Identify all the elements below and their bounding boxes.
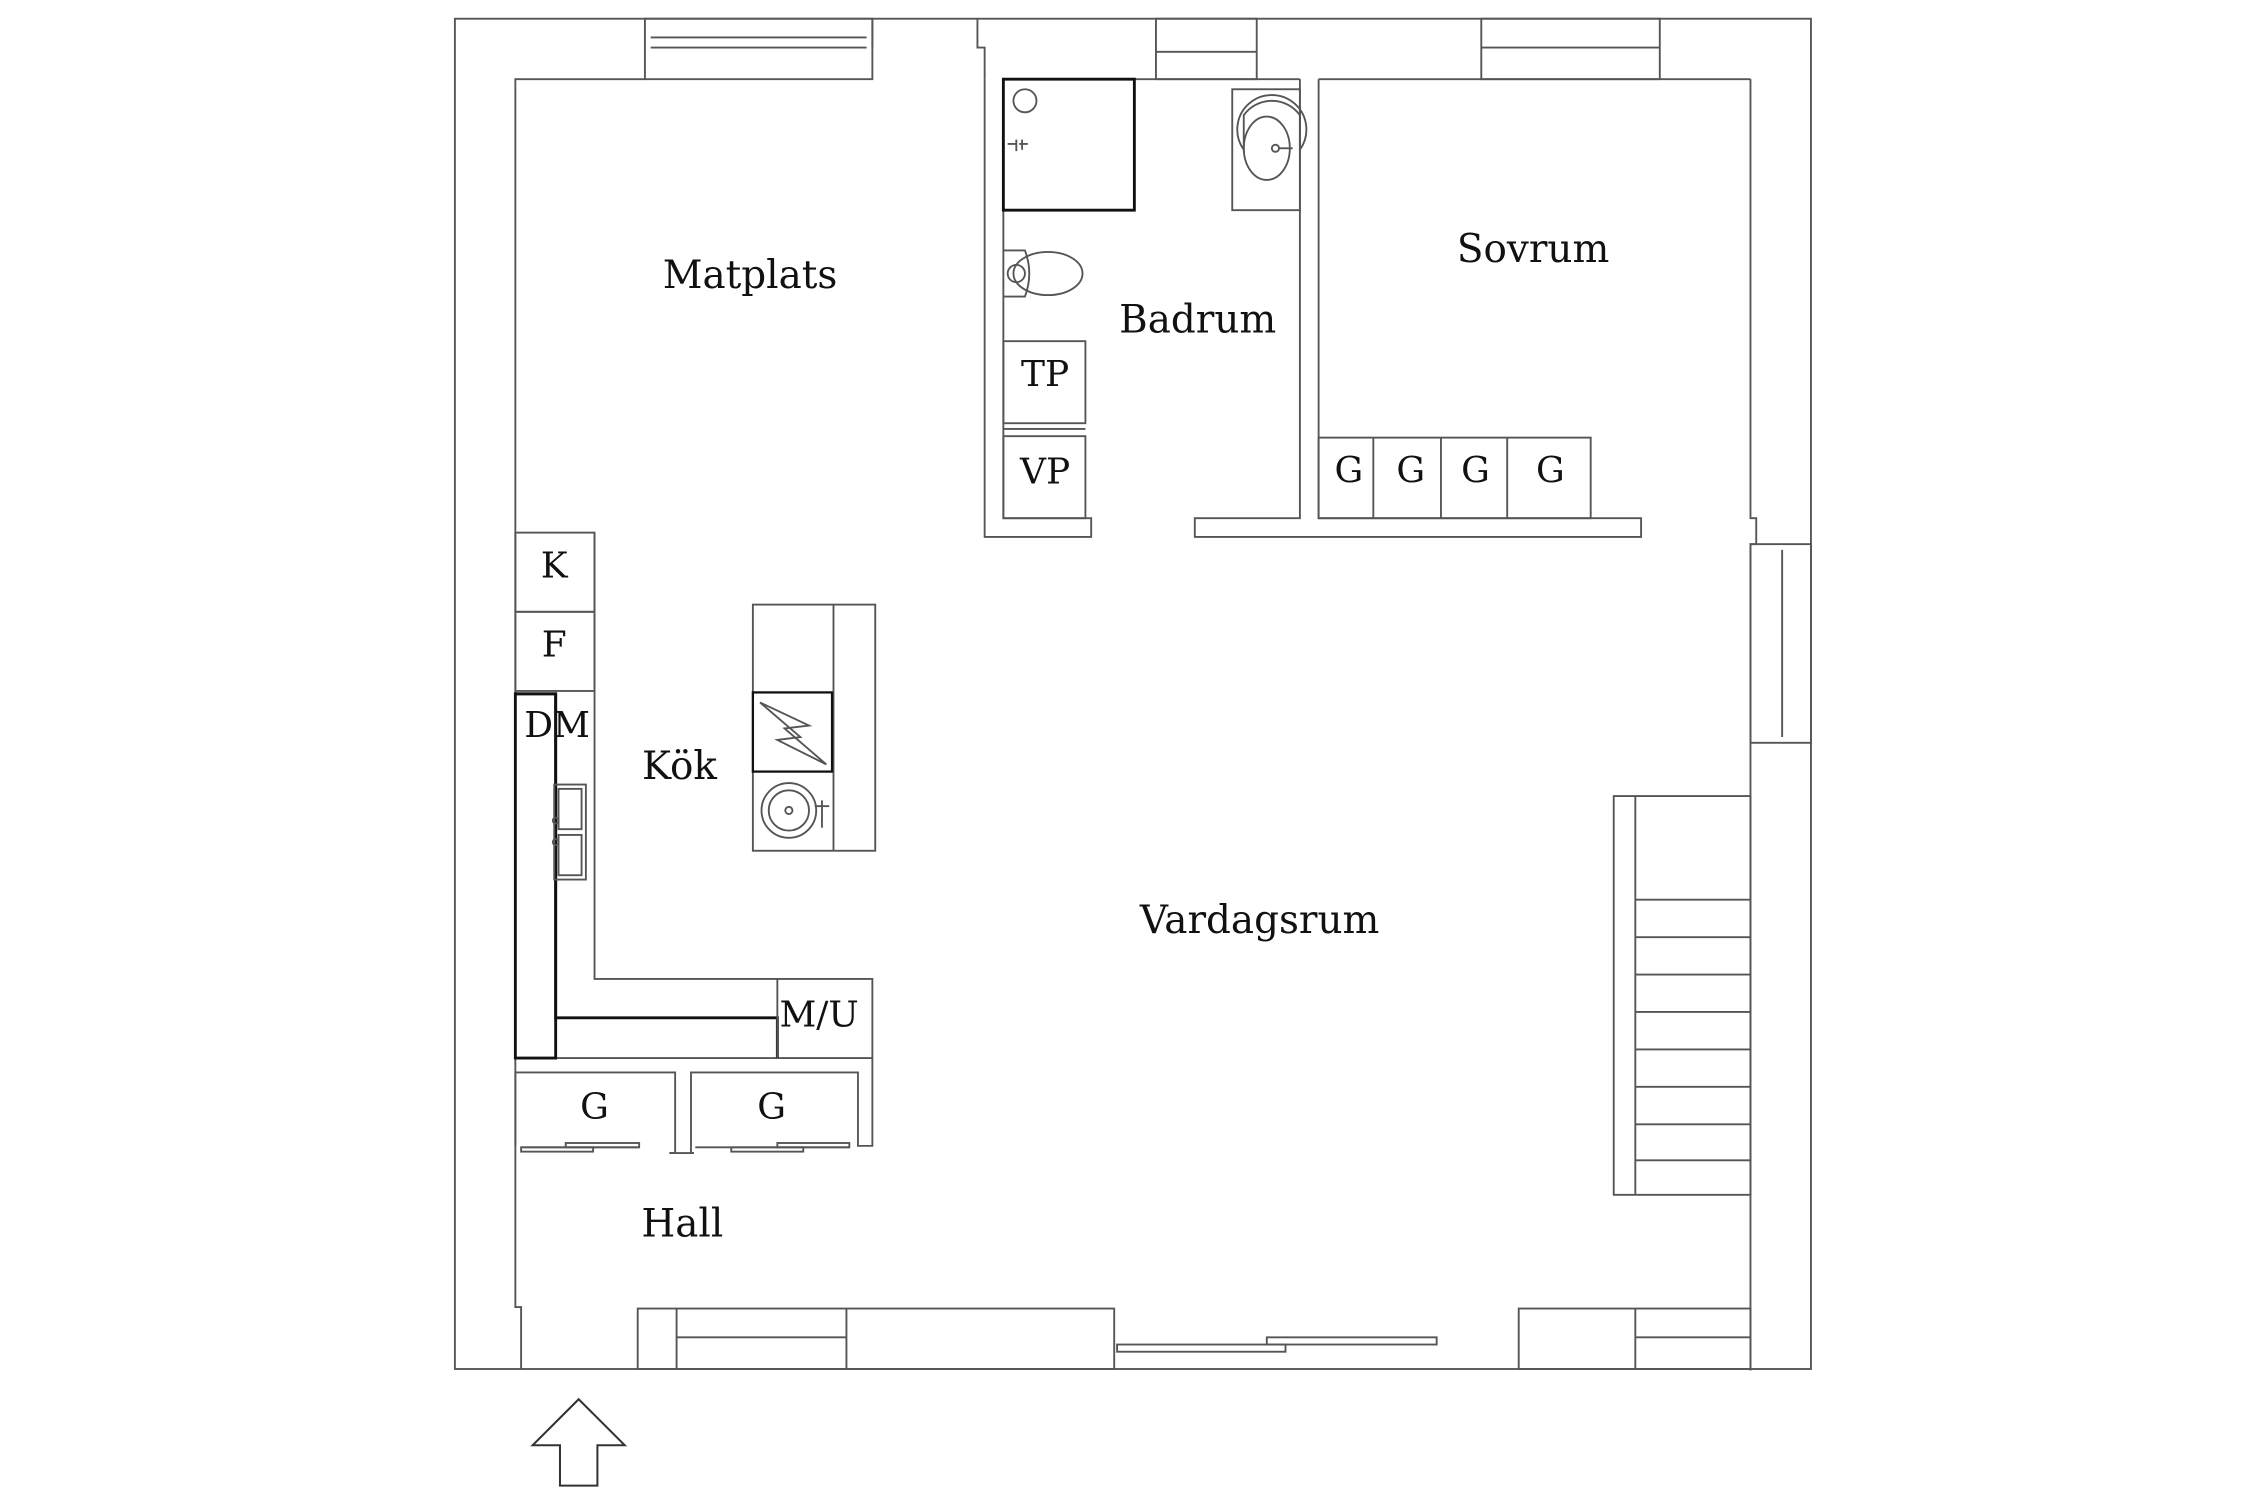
sliding-door-bottom [1116,1336,1438,1353]
window-bottom-left [636,1307,1116,1370]
fixture-label-f: F [542,624,567,665]
island-sink-icon [760,782,830,839]
fixture-label-mu: M/U [779,994,858,1035]
window-top-bedroom [1480,17,1661,81]
wardrobe-label: G [1461,450,1490,491]
window-top-bath [1155,17,1258,81]
fixture-label-k: K [541,545,569,586]
kitchen-island [751,603,877,852]
wardrobe-label: G [757,1087,786,1128]
window-bottom-right [1517,1307,1752,1370]
sink-icon [1231,88,1308,212]
room-label-vardagsrum: Vardagsrum [1139,898,1380,943]
exterior-walls [453,17,1812,1371]
room-label-sovrum: Sovrum [1457,227,1609,272]
bedroom-wardrobes [1317,436,1592,520]
shower-icon [1001,77,1136,212]
fixture-label-dm: DM [524,705,590,746]
wardrobe-label: G [1396,450,1425,491]
window-top-left [643,17,874,81]
arrow-up-icon [530,1397,628,1487]
fixture-label-tp: TP [1021,354,1069,395]
room-label-matplats: Matplats [663,253,838,298]
wardrobe-label: G [1536,450,1565,491]
kitchen-counter [513,531,874,1060]
kitchen-sink-icon [551,783,587,881]
room-label-hall: Hall [641,1202,723,1247]
room-label-badrum: Badrum [1119,298,1276,343]
wardrobe-label: G [580,1087,609,1128]
stove-icon [751,691,834,773]
hall-wardrobes [514,1058,874,1155]
toilet-icon [1003,249,1084,298]
room-label-kok: Kök [642,744,717,789]
window-right [1749,543,1812,744]
staircase-icon [1612,795,1752,1196]
fixture-label-vp: VP [1019,452,1070,493]
wardrobe-label: G [1334,450,1363,491]
washing-machines [1002,340,1087,520]
